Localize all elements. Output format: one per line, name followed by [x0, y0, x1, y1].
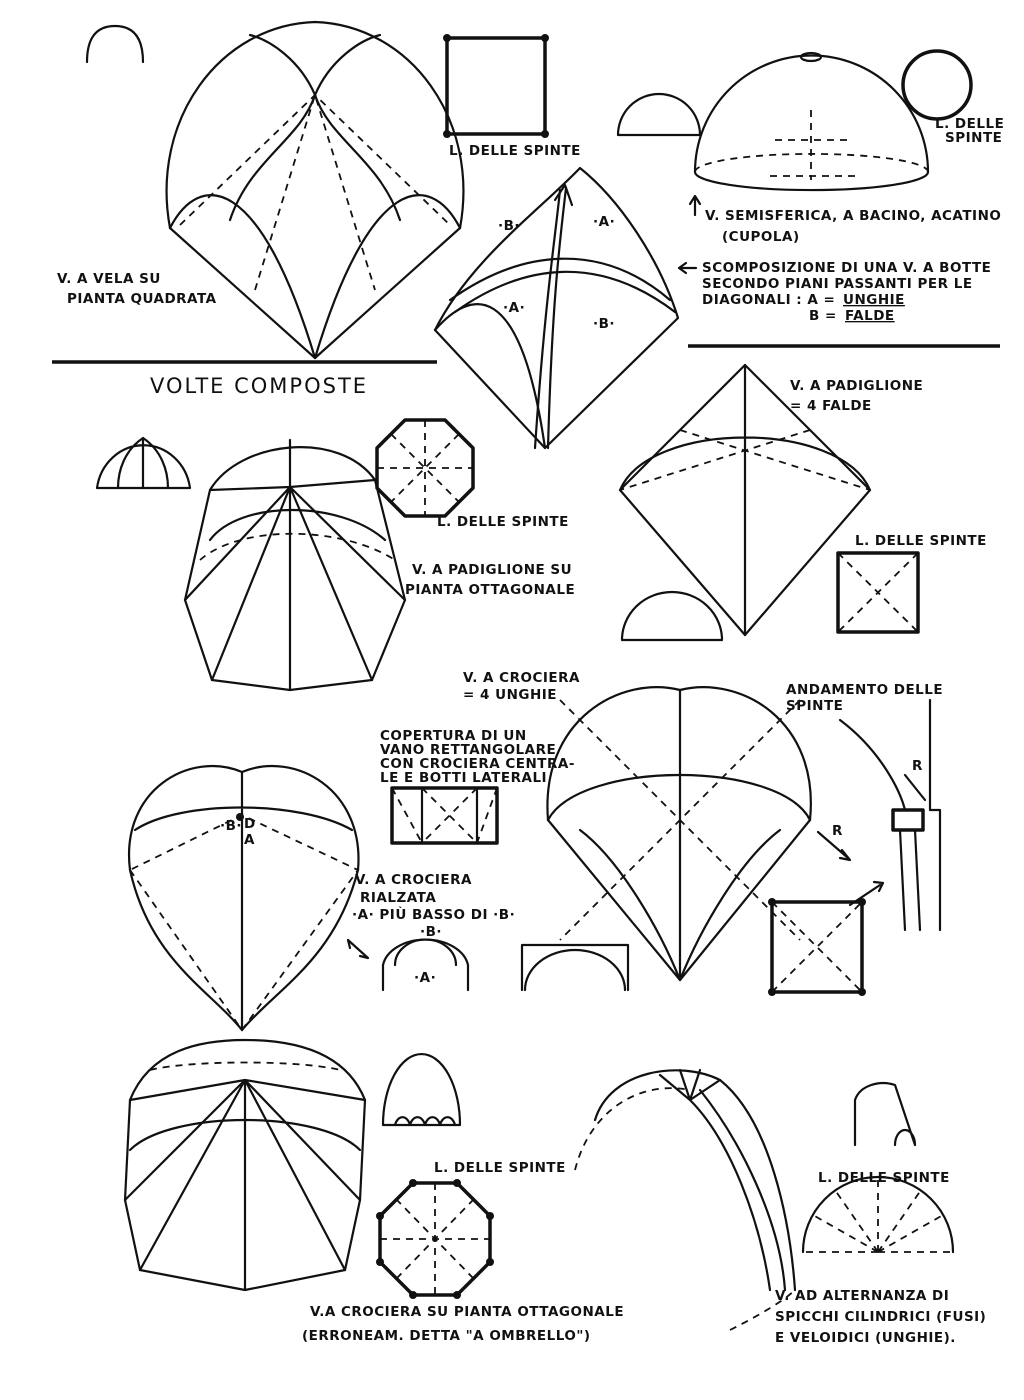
barrel-mark-a1: ·A·: [593, 214, 615, 230]
hemisphere-drawing: [688, 51, 930, 217]
octagonal-cloister-vault-drawing: [95, 436, 407, 692]
semicircle-section: [616, 92, 702, 137]
label-rialzata-2: RIALZATA: [360, 890, 436, 906]
thrust-path-drawing: [816, 698, 942, 932]
label-spinte-pad: L. DELLE SPINTE: [855, 533, 987, 549]
sail-vault-drawing: [85, 20, 465, 360]
label-spinte-square: L. DELLE SPINTE: [449, 143, 581, 159]
raised-groin-vault-drawing: [127, 764, 370, 1032]
label-copertura-1: COPERTURA DI UN: [380, 728, 527, 744]
rialzata-mark-b: ·B·: [220, 818, 242, 834]
barrel-mark-b1: ·B·: [498, 218, 520, 234]
umbrella-vault-drawing: [123, 1038, 367, 1292]
label-padiglione-1: V. A PADIGLIONE: [790, 378, 923, 394]
label-semisferica-2: (CUPOLA): [722, 229, 800, 245]
title: VOLTE COMPOSTE: [150, 374, 368, 398]
label-copertura-4: LE E BOTTI LATERALI: [380, 770, 547, 786]
umbrella-section: [381, 1052, 462, 1127]
label-spinte-oct: L. DELLE SPINTE: [437, 514, 569, 530]
label-r-2: R: [832, 823, 843, 839]
label-alternanza-2: SPICCHI CILINDRICI (FUSI): [775, 1309, 986, 1325]
label-vela-2: PIANTA QUADRATA: [67, 291, 217, 307]
label-padiglione-oct-2: PIANTA OTTAGONALE: [405, 582, 575, 598]
alternating-vault-drawing: [574, 1068, 917, 1331]
label-alternanza-3: E VELOIDICI (UNGHIE).: [775, 1330, 956, 1346]
label-spinte-oct2: L. DELLE SPINTE: [434, 1160, 566, 1176]
label-andamento-1: ANDAMENTO DELLE: [786, 682, 943, 698]
label-ombrello-1: V.A CROCIERA SU PIANTA OTTAGONALE: [310, 1304, 624, 1320]
octagon-plan: [375, 418, 475, 518]
cloister-vault-drawing: [618, 363, 872, 642]
label-spinte-circle-2: SPINTE: [945, 130, 1002, 146]
label-crociera-2: = 4 UNGHIE: [463, 687, 557, 703]
label-scomposizione-1: SCOMPOSIZIONE DI UNA V. A BOTTE: [702, 260, 991, 276]
rialzata-mark-a: A: [244, 832, 255, 848]
groin-vault-drawing: [546, 686, 812, 982]
label-ombrello-2: (ERRONEAM. DETTA "A OMBRELLO"): [302, 1328, 591, 1344]
label-copertura-2: VANO RETTANGOLARE: [380, 742, 556, 758]
fan-plan: [801, 1175, 955, 1254]
label-unghie: UNGHIE: [843, 292, 905, 308]
label-vela-1: V. A VELA SU: [57, 271, 161, 287]
label-padiglione-oct-1: V. A PADIGLIONE SU: [412, 562, 572, 578]
label-crociera-1: V. A CROCIERA: [463, 670, 580, 686]
label-spinte-fan: L. DELLE SPINTE: [818, 1170, 950, 1186]
square-plan: [443, 34, 549, 138]
label-scomposizione-3: DIAGONALI : A =: [702, 292, 835, 308]
label-r-1: R: [912, 758, 923, 774]
square-plan-diagonals: [836, 551, 920, 634]
label-falde: FALDE: [845, 308, 895, 324]
rectangular-plan: [390, 786, 499, 845]
label-b-eq: B =: [809, 308, 837, 324]
arrow-left-icon: [677, 261, 698, 275]
barrel-mark-b2: ·B·: [593, 316, 615, 332]
label-rialzata-3: ·A· PIÙ BASSO DI ·B·: [352, 905, 515, 923]
circle-plan: [901, 49, 973, 121]
label-scomposizione-2: SECONDO PIANI PASSANTI PER LE: [702, 276, 973, 292]
label-spinte-circle-1: L. DELLE: [935, 116, 1004, 132]
arch-mark-a: ·A·: [414, 970, 436, 986]
label-rialzata-1: V. A CROCIERA: [355, 872, 472, 888]
barrel-decomposition-drawing: [433, 166, 680, 450]
label-semisferica-1: V. SEMISFERICA, A BACINO, ACATINO: [705, 208, 1001, 224]
label-andamento-2: SPINTE: [786, 698, 843, 714]
label-copertura-3: CON CROCIERA CENTRA-: [380, 756, 575, 772]
barrel-mark-a2: ·A·: [503, 300, 525, 316]
groin-square-plan: [768, 880, 885, 996]
octagon-plan-dots: [376, 1179, 494, 1299]
label-alternanza-1: V. AD ALTERNANZA DI: [775, 1288, 949, 1304]
arch-sections: [381, 938, 630, 992]
label-padiglione-2: = 4 FALDE: [790, 398, 872, 414]
rialzata-mark-d: D: [244, 816, 256, 832]
arch-mark-b: ·B·: [420, 924, 442, 940]
